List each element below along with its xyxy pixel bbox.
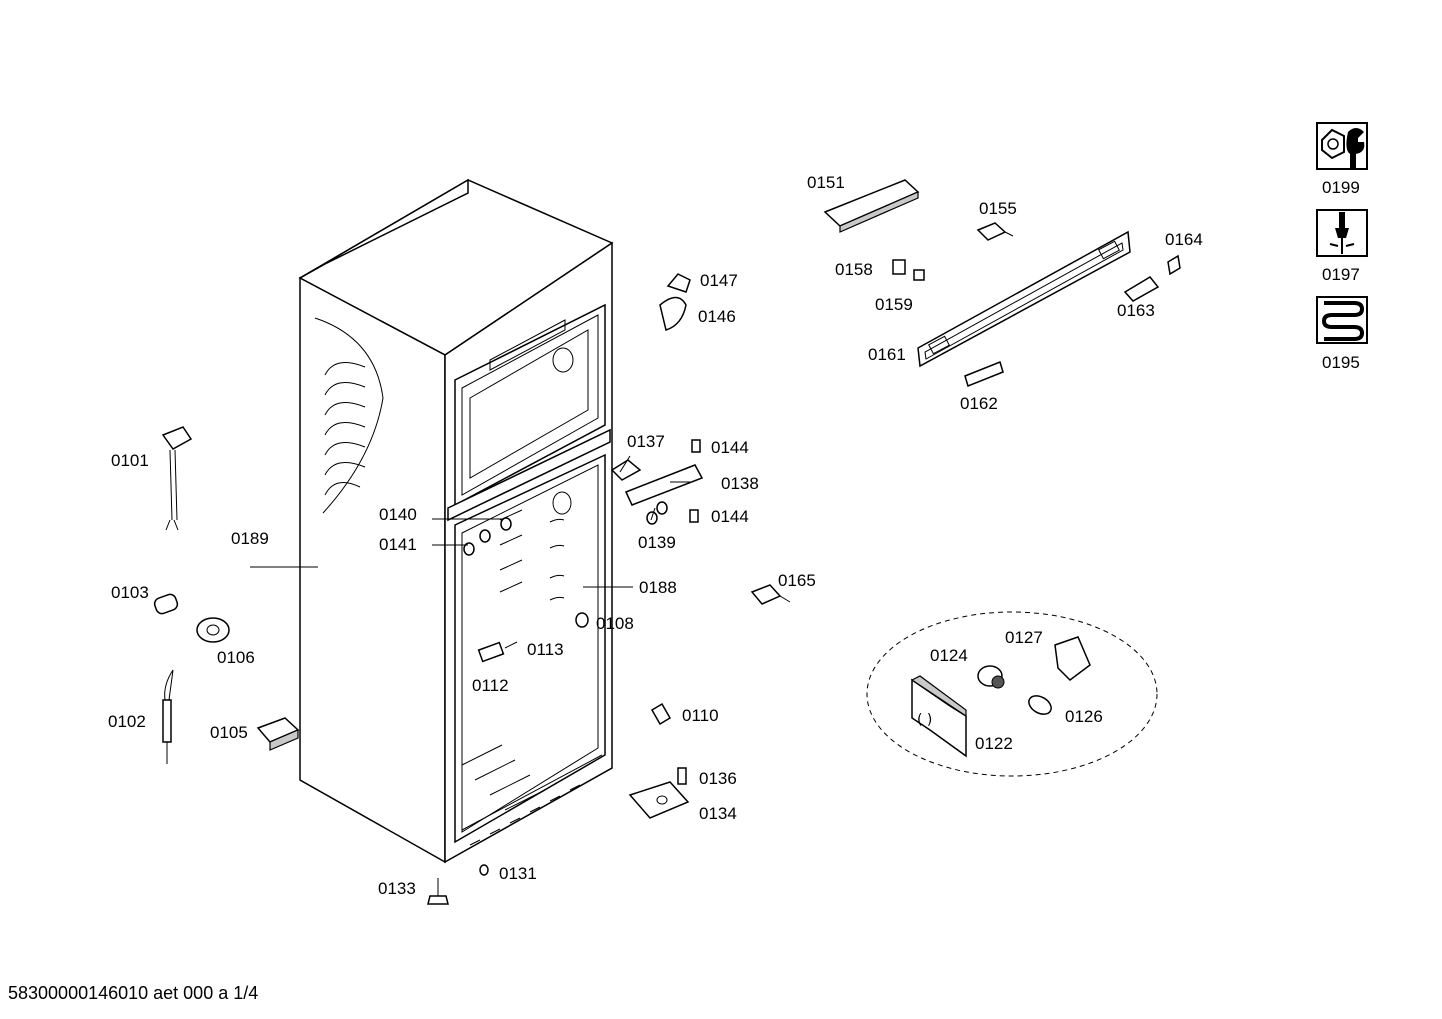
control-rail-part bbox=[917, 230, 1131, 368]
screwdriver-icon bbox=[1316, 209, 1368, 257]
label-plate-part bbox=[964, 360, 1004, 388]
knob-parts-0158-0159 bbox=[892, 259, 925, 281]
label-0144-top: 0144 bbox=[711, 438, 749, 457]
bracket-part-0163 bbox=[1123, 276, 1160, 302]
switch-part-0155 bbox=[976, 222, 1014, 241]
part-labels: 0101 0102 0103 0105 0106 0108 0110 0112 … bbox=[108, 173, 1360, 898]
label-0106: 0106 bbox=[217, 648, 255, 667]
label-0124: 0124 bbox=[930, 646, 968, 665]
label-0136: 0136 bbox=[699, 769, 737, 788]
diffuser-part bbox=[1054, 636, 1091, 681]
bulb-part bbox=[1028, 695, 1052, 715]
tab-part-0164 bbox=[1167, 254, 1181, 276]
label-0195: 0195 bbox=[1322, 353, 1360, 372]
drawing-reference: 58300000146010 aet 000 a 1/4 bbox=[8, 983, 258, 1003]
label-0146: 0146 bbox=[698, 307, 736, 326]
detail-circle bbox=[866, 611, 1158, 777]
label-0151: 0151 bbox=[807, 173, 845, 192]
label-0134: 0134 bbox=[699, 804, 737, 823]
condenser-coil bbox=[314, 317, 384, 514]
label-0161: 0161 bbox=[868, 345, 906, 364]
label-0137: 0137 bbox=[627, 432, 665, 451]
connector-part-0165 bbox=[750, 584, 791, 605]
lamp-holder-part bbox=[977, 665, 1005, 689]
bottom-hinge-parts bbox=[628, 702, 690, 819]
label-0155: 0155 bbox=[979, 199, 1017, 218]
fridge-cabinet bbox=[298, 178, 614, 864]
label-0158: 0158 bbox=[835, 260, 873, 279]
label-0140: 0140 bbox=[379, 505, 417, 524]
label-0131: 0131 bbox=[499, 864, 537, 883]
label-0110: 0110 bbox=[682, 706, 719, 725]
bracket-part-0105 bbox=[256, 717, 300, 751]
lamp-cover-part: ( ) bbox=[910, 675, 967, 758]
label-0138: 0138 bbox=[721, 474, 759, 493]
label-0199: 0199 bbox=[1322, 178, 1360, 197]
wrench-nut-icon bbox=[1316, 122, 1368, 170]
sensor-tube-part bbox=[162, 669, 174, 764]
top-hinge-parts bbox=[610, 273, 704, 525]
label-0101: 0101 bbox=[111, 451, 149, 470]
label-0144-bottom: 0144 bbox=[711, 507, 749, 526]
label-0113: 0113 bbox=[527, 640, 564, 659]
label-0189: 0189 bbox=[231, 529, 269, 548]
leader-lines bbox=[250, 455, 690, 588]
control-cover-part bbox=[823, 179, 920, 233]
label-0165: 0165 bbox=[778, 571, 816, 590]
label-0162: 0162 bbox=[960, 394, 998, 413]
label-0133: 0133 bbox=[378, 879, 416, 898]
label-0163: 0163 bbox=[1117, 301, 1155, 320]
label-0126: 0126 bbox=[1065, 707, 1103, 726]
label-0139: 0139 bbox=[638, 533, 676, 552]
cylinder-part bbox=[153, 593, 179, 615]
label-0108: 0108 bbox=[596, 614, 634, 633]
label-0105: 0105 bbox=[210, 723, 248, 742]
label-0188: 0188 bbox=[639, 578, 677, 597]
svg-text:( ): ( ) bbox=[917, 712, 932, 728]
label-0159: 0159 bbox=[875, 295, 913, 314]
wheel-part bbox=[196, 617, 230, 643]
label-0102: 0102 bbox=[108, 712, 146, 731]
label-0103: 0103 bbox=[111, 583, 149, 602]
label-0147: 0147 bbox=[700, 271, 738, 290]
mains-plug-part bbox=[161, 426, 193, 531]
label-0112: 0112 bbox=[472, 676, 509, 695]
label-0164: 0164 bbox=[1165, 230, 1203, 249]
label-0141: 0141 bbox=[379, 535, 417, 554]
heating-coil-icon bbox=[1316, 296, 1368, 344]
label-0122: 0122 bbox=[975, 734, 1013, 753]
small-parts bbox=[427, 517, 589, 905]
label-0197: 0197 bbox=[1322, 265, 1360, 284]
label-0127: 0127 bbox=[1005, 628, 1043, 647]
levelling-foot bbox=[427, 878, 449, 905]
